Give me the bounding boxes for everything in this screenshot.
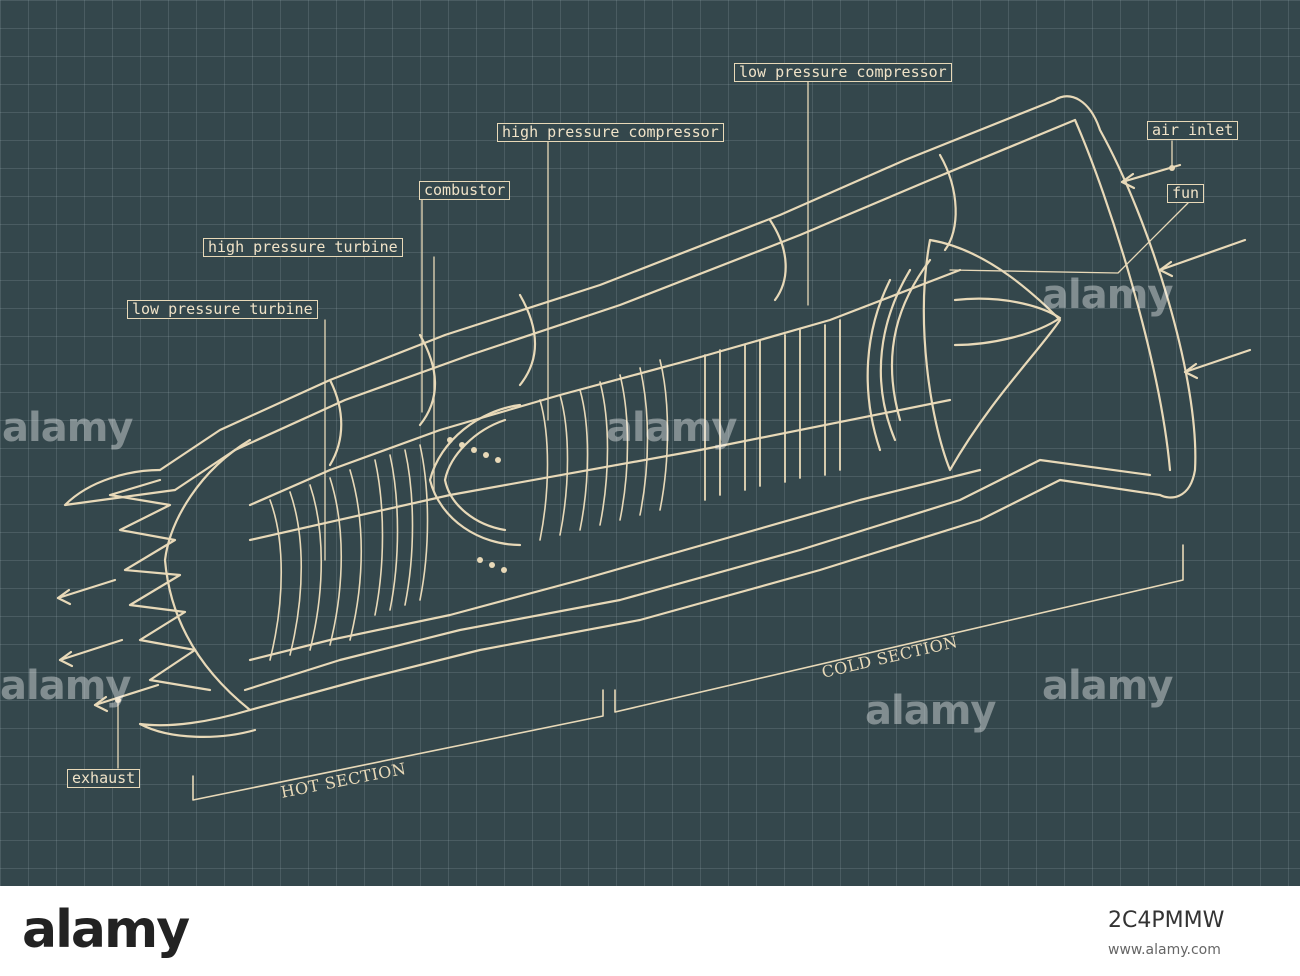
label-air-inlet: air inlet [1147,121,1239,140]
watermark: alamy [0,663,131,709]
label-exhaust: exhaust [67,769,141,788]
main-shaft [248,398,952,542]
cowl-ring-2 [768,218,787,302]
cowl-ring-4 [418,333,436,427]
cowl-ring-5 [328,378,343,467]
nacelle-bottom-line [248,478,1162,712]
label-low-pressure-turbine: low pressure turbine [127,300,318,319]
fan-disc [922,238,1062,472]
label-high-pressure-turbine: high pressure turbine [203,238,403,257]
cold-section-bracket [614,544,1184,713]
watermark: alamy [865,688,996,734]
combustor-holes [447,437,507,573]
exhaust-chevrons [108,478,212,692]
nacelle-top-line [158,98,1057,472]
hp-compressor-stages [539,359,669,541]
label-low-pressure-compressor: low pressure compressor [734,63,952,82]
fan-blade-3 [866,278,892,452]
nacelle-inlet-inner [1073,118,1172,472]
combustor-liner [443,418,507,532]
core-casing-top [248,268,962,507]
combustor-chamber [428,403,522,547]
cowl-ring-1 [938,153,957,252]
nacelle-bottom-line-inner [243,458,1152,692]
core-casing-bottom [248,468,982,662]
label-fun: fun [1167,184,1205,203]
jet-engine-drawing [56,81,1252,801]
exhaust-flow-arrows [56,578,160,713]
watermark: alamy [606,405,737,451]
inlet-flow-arrows [1120,163,1252,380]
hp-turbine-stages [374,444,429,616]
lp-turbine-stages [269,469,363,661]
watermark: alamy [2,405,133,451]
label-high-pressure-compressor: high pressure compressor [497,123,724,142]
nacelle-top-line-inner [173,118,1077,492]
leader-dots [115,165,1175,703]
stock-footer: alamy 2C4PMMW www.alamy.com [0,886,1300,976]
hot-section-bracket [192,689,604,801]
exhaust-bottom-flap [138,708,257,738]
image-id: 2C4PMMW [1108,908,1225,933]
exhaust-top-flap [63,468,177,507]
lp-compressor-stages [704,319,841,501]
blueprint-sheet: low pressure compressor high pressure co… [0,0,1300,886]
fan-blade-1 [890,258,932,422]
exhaust-nozzle [163,438,252,712]
cowl-ring-3 [518,293,536,387]
footer-logo[interactable]: alamy [22,900,190,960]
leader-lines [117,81,1189,769]
fan-spinner [953,297,1062,347]
watermark: alamy [1042,663,1173,709]
fan-blade-2 [879,268,912,442]
footer-url[interactable]: www.alamy.com [1108,942,1221,958]
watermark: alamy [1042,272,1173,318]
label-combustor: combustor [419,181,511,200]
nacelle-inlet-lip [1053,95,1197,499]
